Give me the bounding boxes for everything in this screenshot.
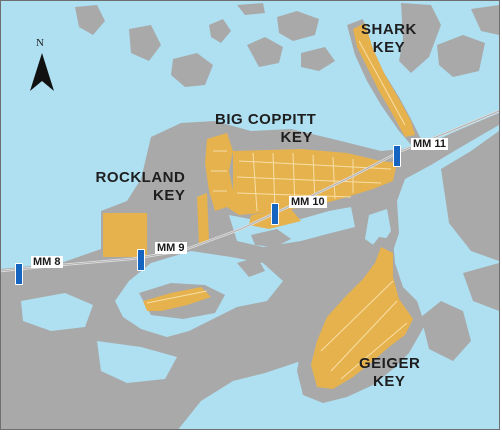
label-shark-key: SHARK KEY — [361, 21, 417, 57]
streets — [146, 40, 408, 380]
label-geiger-line2: KEY — [373, 373, 406, 390]
label-big-coppitt-line1: BIG COPPITT — [215, 111, 317, 128]
label-big-coppitt-key: BIG COPPITT KEY — [215, 111, 316, 147]
islands-top — [75, 3, 499, 87]
label-rockland-line2: KEY — [153, 187, 186, 204]
mile-marker-11-icon — [393, 145, 401, 167]
island-geiger-east — [421, 301, 471, 361]
island-right — [441, 131, 499, 261]
mile-marker-8-label: MM 8 — [31, 256, 63, 268]
label-big-coppitt-line2: KEY — [280, 129, 313, 146]
label-geiger-key: GEIGER KEY — [359, 355, 420, 391]
mile-marker-10-label: MM 10 — [289, 196, 327, 208]
label-rockland-line1: ROCKLAND — [95, 169, 186, 186]
mile-marker-8-icon — [15, 263, 23, 285]
mile-marker-9-icon — [137, 249, 145, 271]
label-shark-key-line2: KEY — [372, 39, 406, 56]
mile-marker-9-label: MM 9 — [155, 242, 187, 254]
label-geiger-line1: GEIGER — [359, 355, 421, 372]
label-rockland-key: ROCKLAND KEY — [95, 169, 185, 205]
mile-marker-11-label: MM 11 — [411, 138, 449, 150]
north-letter: N — [36, 37, 44, 49]
label-shark-key-line1: SHARK — [361, 21, 417, 38]
north-arrow: N — [28, 37, 58, 97]
island-right-small — [463, 263, 499, 311]
north-arrow-icon — [30, 53, 54, 91]
mile-marker-10-icon — [271, 203, 279, 225]
